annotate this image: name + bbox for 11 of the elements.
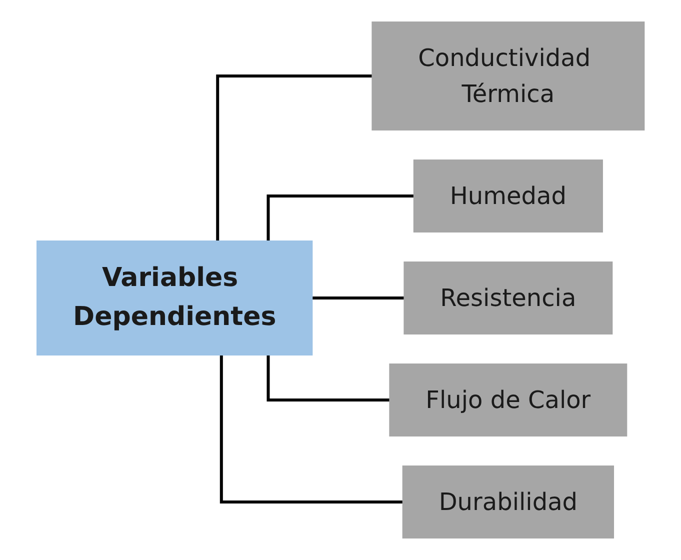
connector [266, 355, 390, 402]
node-box: Flujo de Calor [389, 364, 628, 436]
node-box: Variables Dependientes [36, 240, 313, 356]
node-box: Durabilidad [402, 466, 614, 538]
node-box: Conductividad Térmica [372, 22, 645, 130]
connector [220, 355, 403, 504]
connector [216, 74, 372, 241]
connector [310, 296, 404, 300]
connector [266, 194, 414, 241]
node-box: Resistencia [404, 262, 613, 334]
node-box: Humedad [413, 160, 603, 232]
